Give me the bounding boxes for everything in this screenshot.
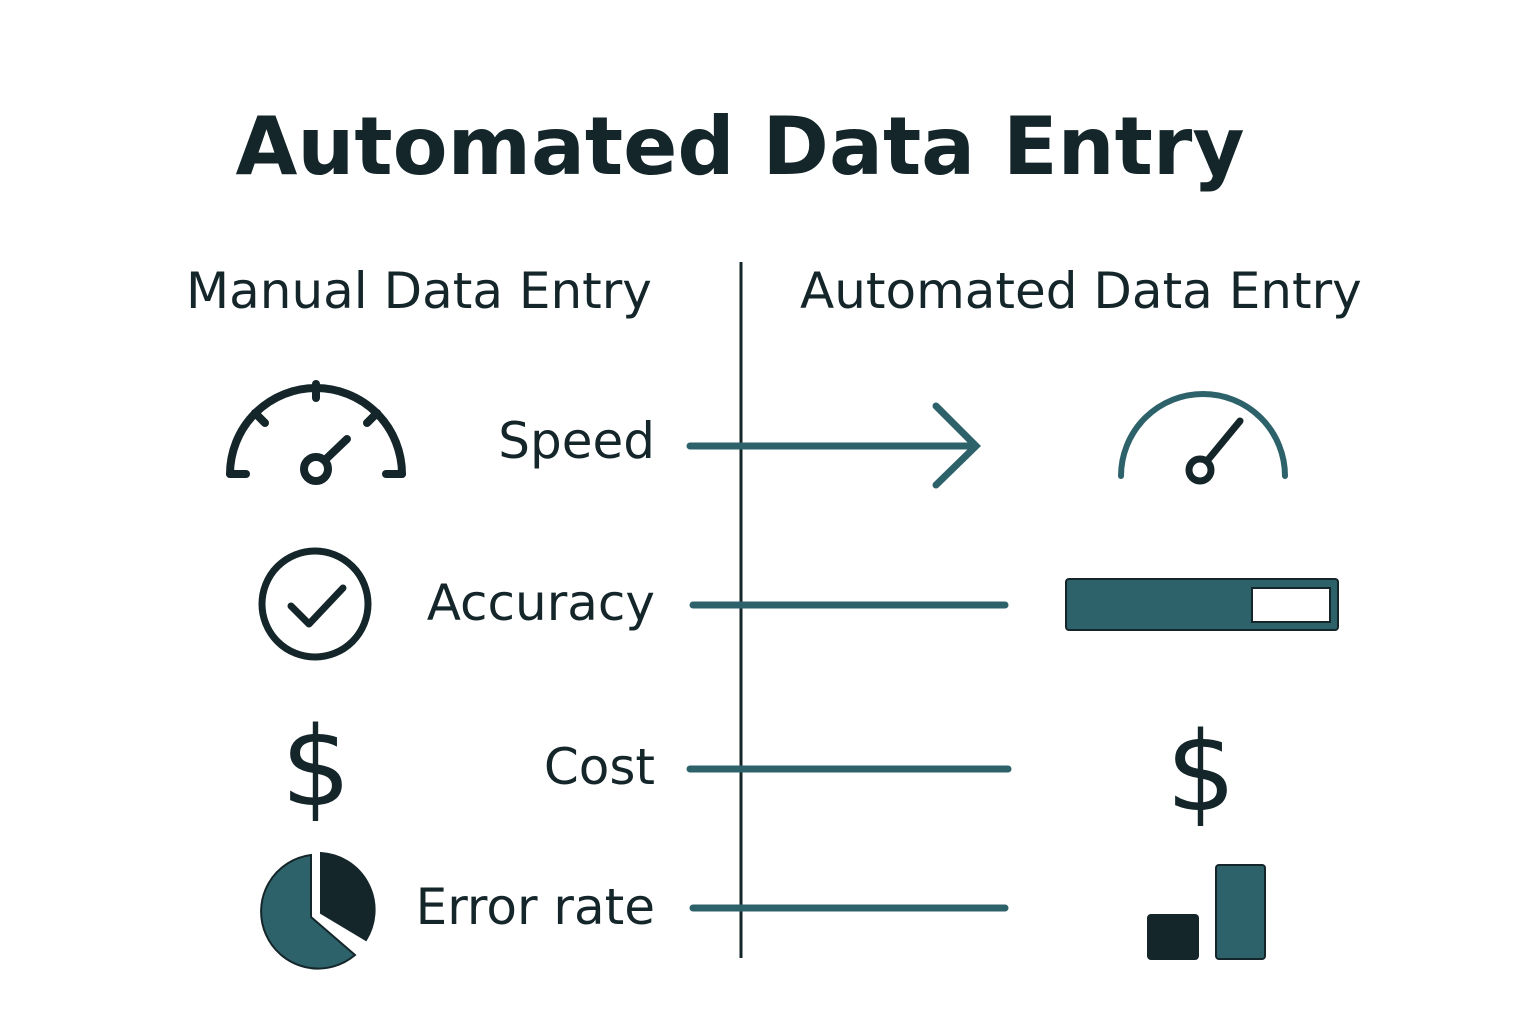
speed-arrow [686,402,981,489]
page-title: Automated Data Entry [235,100,1245,193]
checkmark-circle-icon [258,547,372,661]
speedometer-needle-icon [1185,417,1244,485]
column-header-automated: Automated Data Entry [800,262,1362,320]
speedometer-icon [226,380,406,485]
column-header-manual: Manual Data Entry [186,262,652,320]
dollar-icon: $ [1166,708,1236,836]
metric-label-error-rate: Error rate [415,878,655,936]
pie-chart-icon [260,851,376,970]
metric-label-cost: Cost [543,738,655,796]
dollar-icon: $ [281,703,351,831]
speedometer-fast-icon [1118,391,1288,479]
metric-label-speed: Speed [498,412,655,470]
bar-chart-icon [1147,864,1266,960]
metric-label-accuracy: Accuracy [426,574,655,632]
progress-bar-icon [1065,578,1339,631]
